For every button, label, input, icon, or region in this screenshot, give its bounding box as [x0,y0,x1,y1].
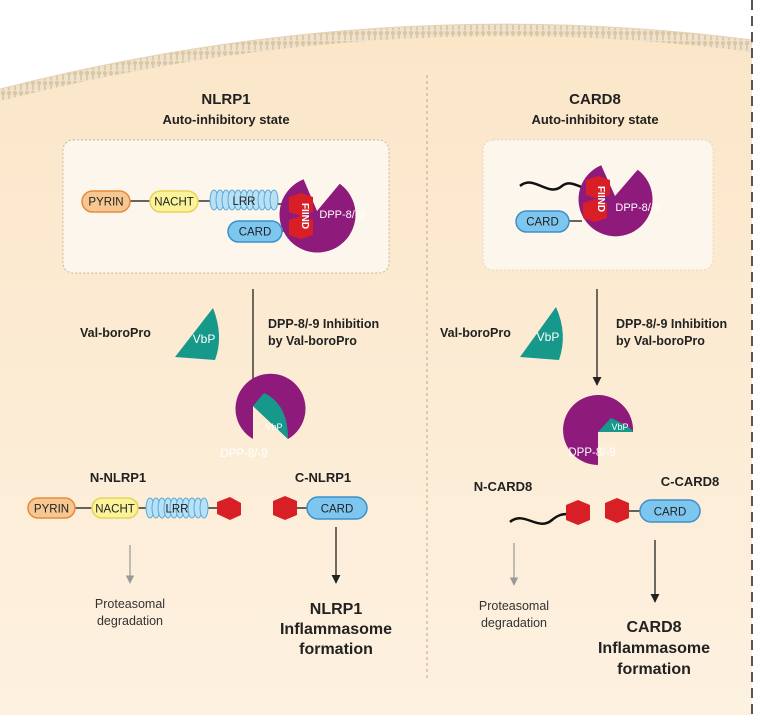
card8-outcome-line2: Inflammasome [597,640,711,657]
card8-inhibition-line2: by Val-boroPro [616,334,705,348]
n-nlrp1-nacht-domain [91,497,139,519]
card8-bound-dpp-label: DPP-8/-9 [568,447,615,459]
card8-vbp-bound [598,418,633,432]
card8-vbp-label: VbP [537,330,560,344]
c-card8-card-domain [639,499,701,523]
nlrp1-pyrin-domain [81,190,131,213]
nlrp1-inhibitor-name: Val-boroPro [80,326,151,340]
c-card8-card-label: CARD [654,507,687,519]
n-nlrp1-nacht-label: NACHT [95,504,135,516]
n-nlrp1-find-fragment [217,497,241,520]
nlrp1-dpp-label: DPP-8/-9 [319,209,364,221]
nlrp1-inhibition-line2: by Val-boroPro [268,334,357,348]
c-nlrp1-card-domain [306,496,368,520]
nlrp1-outcome-line1: NLRP1 [309,601,363,618]
n-nlrp1-lrr-domain [145,497,209,519]
card8-bound-vbp-label: VbP [611,422,628,432]
nlrp1-vbp-bound [253,393,288,439]
card8-card-domain [515,210,570,233]
card8-degradation-line2: degradation [480,616,548,630]
nlrp1-degradation-line2: degradation [96,614,164,628]
card8-card-label: CARD [526,217,559,229]
card8-outcome-line3: formation [617,661,691,678]
card8-subtitle: Auto-inhibitory state [531,112,659,127]
cell-membrane [0,24,753,101]
nlrp1-outcome-line3: formation [299,641,373,658]
nlrp1-card-label: CARD [239,227,272,239]
c-card8-find-fragment [605,498,629,523]
nlrp1-nacht-label: NACHT [154,197,194,209]
nlrp1-nacht-domain [149,190,199,213]
c-card8-label: C-CARD8 [660,474,720,489]
nlrp1-vbp-label: VbP [193,332,216,346]
nlrp1-vbp-molecule [175,308,220,360]
card8-inhibitor-name: Val-boroPro [440,326,511,340]
nlrp1-inhibition-line1: DPP-8/-9 Inhibition [268,317,380,331]
nlrp1-outcome-line2: Inflammasome [279,621,393,638]
card8-dpp-bound [563,395,634,465]
nlrp1-find-domain [289,193,313,239]
card8-dpp-label: DPP-8/-9 [615,202,660,214]
c-nlrp1-find-fragment [273,496,297,520]
nlrp1-subtitle: Auto-inhibitory state [162,112,290,127]
nlrp1-bound-dpp-label: DPP-8/-9 [220,448,267,460]
nlrp1-pyrin-label: PYRIN [88,197,123,209]
n-nlrp1-lrr-label: LRR [165,504,188,516]
card8-outcome-line1: CARD8 [626,619,682,636]
nlrp1-degradation-line1: Proteasomal [94,597,166,611]
card8-disordered-region [519,181,585,191]
nlrp1-title: NLRP1 [201,91,251,108]
n-nlrp1-pyrin-label: PYRIN [34,504,69,516]
nlrp1-card-domain [227,220,283,243]
n-card8-disordered-region [509,512,569,525]
nlrp1-find-label: FIIND [299,203,310,229]
c-nlrp1-card-label: CARD [321,504,354,516]
card8-inhibition-line1: DPP-8/-9 Inhibition [616,317,728,331]
card8-degradation-line1: Proteasomal [478,599,550,613]
card8-title: CARD8 [569,91,621,108]
c-nlrp1-label: C-NLRP1 [294,470,352,485]
n-nlrp1-pyrin-domain [27,497,76,519]
n-nlrp1-label: N-NLRP1 [89,470,147,485]
card8-vbp-molecule [520,307,563,360]
n-card8-label: N-CARD8 [473,479,533,494]
card8-find-label: FIIND [595,186,606,212]
nlrp1-lrr-label: LRR [232,196,255,208]
n-card8-find-fragment [566,500,590,525]
nlrp1-lrr-domain [209,189,279,211]
nlrp1-bound-vbp-label: VbP [265,422,282,432]
card8-find-domain [583,176,610,222]
